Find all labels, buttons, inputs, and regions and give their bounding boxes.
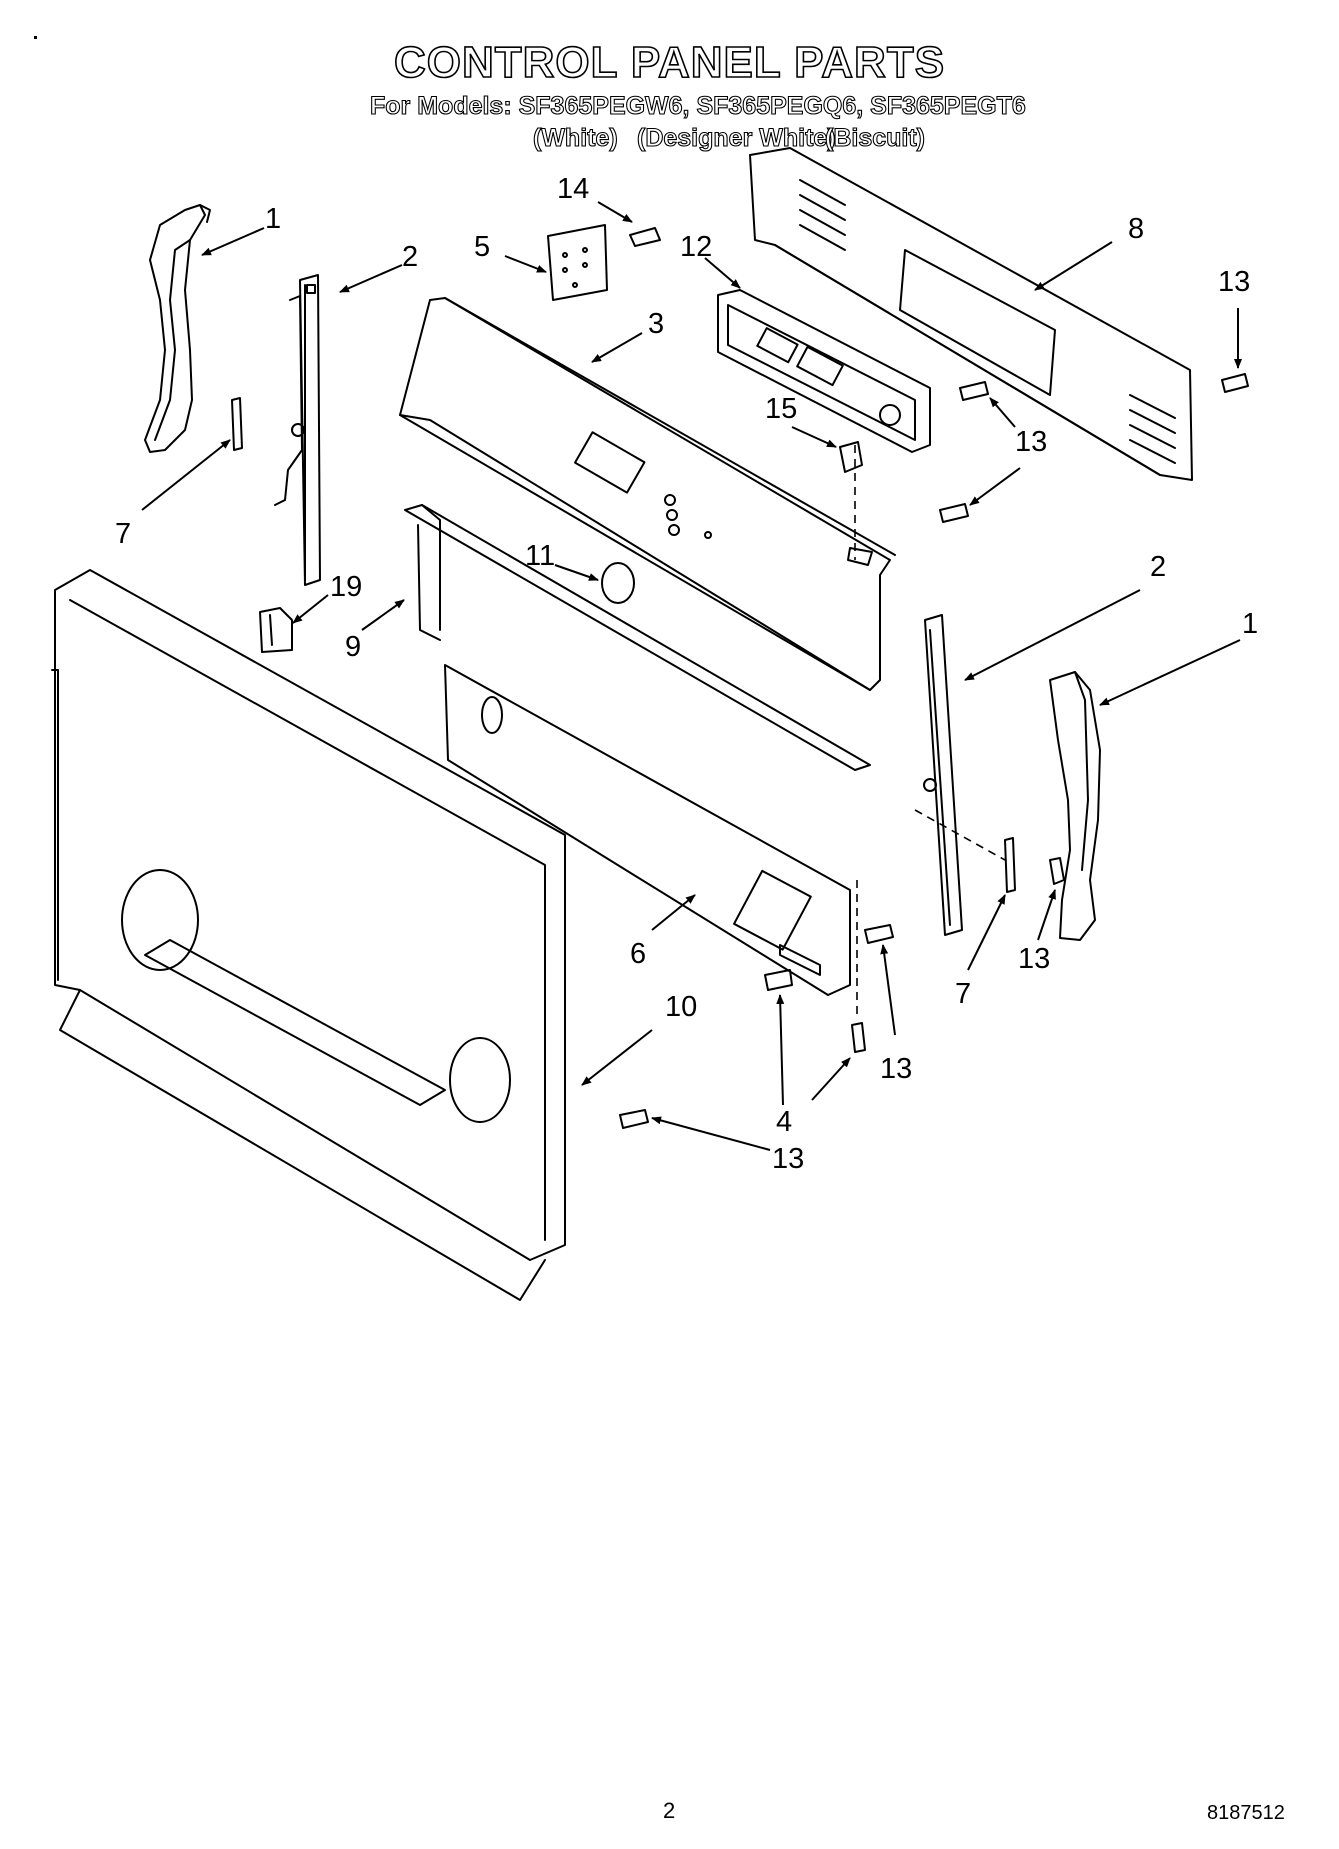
- callout-4: 4: [776, 1106, 793, 1138]
- left-clip-part-7: [231, 397, 243, 451]
- callout-7-left: 7: [115, 518, 132, 550]
- leader-4-bottom: [811, 1057, 851, 1101]
- callout-19: 19: [330, 571, 363, 603]
- variant-designer-white: (Designer White): [636, 123, 836, 152]
- screw-part-13-upper: [959, 381, 989, 401]
- leader-2-left: [339, 264, 403, 293]
- screw-part-13-bottom: [619, 1109, 649, 1129]
- callout-15: 15: [765, 393, 798, 425]
- leader-13-lowmid: [880, 944, 896, 1036]
- screw-part-4-left: [764, 969, 793, 991]
- right-end-cap-part-1: [1049, 671, 1101, 941]
- page-title: CONTROL PANEL PARTS: [393, 37, 946, 88]
- console-back-part-6: [444, 664, 851, 996]
- callout-10: 10: [665, 991, 698, 1023]
- leader-2-right: [964, 589, 1141, 681]
- callout-1-right: 1: [1242, 608, 1259, 640]
- leader-14: [597, 201, 633, 223]
- screw-part-13-lower: [864, 924, 894, 944]
- leader-6: [651, 894, 696, 931]
- right-clip-part-7: [1004, 837, 1016, 893]
- rear-shield-part-8: [749, 147, 1193, 481]
- callout-13-mid: 13: [1015, 426, 1048, 458]
- back-panel-part-10: [51, 569, 566, 1301]
- callout-2-right: 2: [1150, 551, 1167, 583]
- right-side-bracket-part-2: [923, 614, 963, 936]
- left-side-bracket-part-2: [274, 274, 321, 586]
- display-module-part-12: [717, 289, 931, 453]
- variant-biscuit: (Biscuit): [824, 123, 925, 152]
- page-number: 2: [663, 1798, 676, 1823]
- leader-1-right: [1099, 639, 1241, 706]
- callout-13-top: 13: [1218, 266, 1251, 298]
- callout-13-right: 13: [1018, 943, 1051, 975]
- callout-3: 3: [648, 308, 665, 340]
- callout-14: 14: [557, 173, 590, 205]
- callout-2-left: 2: [402, 241, 419, 273]
- screw-part-13-right: [1049, 857, 1065, 885]
- leader-15: [791, 426, 837, 448]
- clip-part-19: [259, 607, 293, 653]
- leader-13-bottom: [651, 1116, 771, 1151]
- callout-13-lowmid: 13: [880, 1053, 913, 1085]
- leader-5: [504, 255, 547, 273]
- leader-13-mid: [989, 397, 1016, 428]
- leader-12: [704, 257, 741, 289]
- leader-8: [1034, 241, 1113, 291]
- leader-7-left: [141, 439, 231, 511]
- callout-7-right: 7: [955, 978, 972, 1010]
- guide-line-right-clip: [914, 809, 1006, 861]
- control-panel-part-3: [399, 297, 896, 691]
- board-part-5: [547, 224, 608, 301]
- variant-white: (White): [532, 123, 618, 152]
- callout-6: 6: [630, 938, 647, 970]
- callout-12: 12: [680, 231, 713, 263]
- leader-1-left: [201, 227, 265, 256]
- screw-part-13-top: [1221, 373, 1249, 393]
- leader-19: [292, 594, 329, 624]
- leader-11: [554, 564, 599, 581]
- screw-part-13-middle: [939, 503, 969, 523]
- callout-13-bottom: 13: [772, 1143, 805, 1175]
- leader-10: [581, 1029, 653, 1086]
- callout-1-left: 1: [265, 203, 282, 235]
- callout-8: 8: [1128, 213, 1145, 245]
- leader-9: [361, 599, 405, 631]
- callout-5: 5: [474, 231, 491, 263]
- switch-part-15: [839, 441, 863, 473]
- document-code: 8187512: [1207, 1802, 1285, 1824]
- screw-part-14: [629, 227, 661, 247]
- leader-7-right: [967, 894, 1006, 971]
- leader-13-right: [1037, 889, 1056, 941]
- leader-4-left: [776, 994, 785, 1106]
- stray-mark: [34, 36, 37, 39]
- trim-strip-part-9: [404, 504, 871, 771]
- leader-3: [591, 332, 643, 363]
- callout-9: 9: [345, 631, 362, 663]
- left-end-cap-part-1: [144, 204, 211, 453]
- screw-part-4-bottom: [851, 1022, 866, 1053]
- models-line: For Models: SF365PEGW6, SF365PEGQ6, SF36…: [369, 91, 1026, 120]
- callout-11: 11: [525, 540, 556, 572]
- knob-part-11: [601, 562, 635, 604]
- leader-13-mid2: [969, 467, 1021, 506]
